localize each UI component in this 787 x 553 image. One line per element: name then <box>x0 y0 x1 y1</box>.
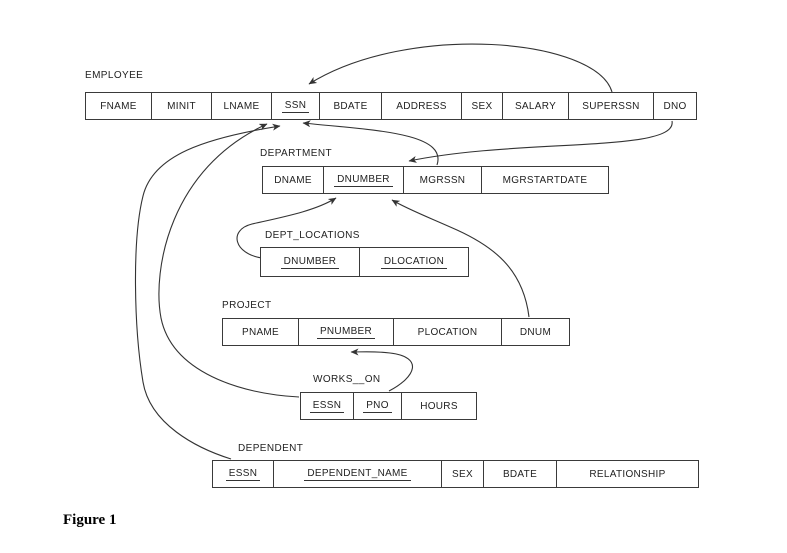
attribute-label: MGRSSN <box>419 174 466 186</box>
relation-name-employee: EMPLOYEE <box>85 70 144 81</box>
fk-arrow-employee-dno--department-dnumber <box>408 120 673 163</box>
relation-name-department: DEPARTMENT <box>260 148 332 159</box>
attribute-dependent-dependent_name: DEPENDENT_NAME <box>273 461 441 487</box>
attribute-project-pname: PNAME <box>223 319 298 345</box>
attribute-works_on-hours: HOURS <box>401 393 476 419</box>
attribute-works_on-essn: ESSN <box>301 393 353 419</box>
relation-name-dependent: DEPENDENT <box>238 443 304 454</box>
fk-arrow-works__on-pno--project-pnumber <box>350 348 413 392</box>
primary-key-label: DNUMBER <box>280 256 340 269</box>
attribute-dependent-sex: SEX <box>441 461 483 487</box>
attribute-works_on-pno: PNO <box>353 393 401 419</box>
relation-project: PNAME PNUMBER PLOCATION DNUM <box>222 318 570 346</box>
attribute-label: SEX <box>452 468 473 480</box>
attribute-label: PNAME <box>241 326 280 338</box>
primary-key-label: PNO <box>363 400 392 413</box>
attribute-label: SUPERSSN <box>582 100 640 112</box>
fk-arrow-employee-superssn--employee-ssn <box>308 43 613 93</box>
attribute-label: BDATE <box>502 468 538 480</box>
attribute-label: BDATE <box>333 100 368 112</box>
attribute-label: PLOCATION <box>417 326 478 338</box>
relation-works_on: ESSN PNO HOURS <box>300 392 477 420</box>
primary-key-label: ESSN <box>225 468 261 481</box>
attribute-label: SEX <box>471 100 493 112</box>
primary-key-label: PNUMBER <box>316 326 376 339</box>
relation-dept_locations: DNUMBER DLOCATION <box>260 247 469 277</box>
relation-name-dept_locations: DEPT_LOCATIONS <box>265 230 360 241</box>
attribute-label: MINIT <box>167 100 196 112</box>
attribute-employee-fname: FNAME <box>86 93 151 119</box>
attribute-label: DNUM <box>519 326 552 338</box>
relation-name-works_on: WORKS__ON <box>313 374 381 385</box>
relation-dependent: ESSN DEPENDENT_NAME SEX BDATE RELATIONSHIP <box>212 460 699 488</box>
attribute-employee-dno: DNO <box>653 93 696 119</box>
attribute-department-dname: DNAME <box>263 167 323 193</box>
attribute-label: ADDRESS <box>396 100 447 112</box>
attribute-department-mgrstartdate: MGRSTARTDATE <box>481 167 608 193</box>
attribute-dependent-relationship: RELATIONSHIP <box>556 461 698 487</box>
attribute-department-dnumber: DNUMBER <box>323 167 403 193</box>
attribute-dependent-bdate: BDATE <box>483 461 556 487</box>
attribute-employee-minit: MINIT <box>151 93 211 119</box>
primary-key-label: DNUMBER <box>334 174 393 187</box>
attribute-project-pnumber: PNUMBER <box>298 319 393 345</box>
attribute-employee-superssn: SUPERSSN <box>568 93 653 119</box>
attribute-employee-bdate: BDATE <box>319 93 381 119</box>
primary-key-label: ESSN <box>309 400 345 413</box>
attribute-label: DNAME <box>274 174 312 186</box>
attribute-label: MGRSTARTDATE <box>502 174 588 186</box>
relation-employee: FNAME MINIT LNAME SSN BDATE ADDRESS SEX SALARY S… <box>85 92 697 120</box>
attribute-employee-ssn: SSN <box>271 93 319 119</box>
attribute-project-dnum: DNUM <box>501 319 569 345</box>
fk-arrow-dependent-essn--employee-ssn <box>134 123 281 460</box>
attribute-label: FNAME <box>100 100 137 112</box>
attribute-label: HOURS <box>420 400 458 412</box>
attribute-employee-address: ADDRESS <box>381 93 461 119</box>
figure-caption: Figure 1 <box>63 512 117 528</box>
attribute-department-mgrssn: MGRSSN <box>403 167 481 193</box>
attribute-dept_locations-dnumber: DNUMBER <box>261 248 359 276</box>
primary-key-label: DEPENDENT_NAME <box>304 468 411 481</box>
attribute-employee-salary: SALARY <box>502 93 568 119</box>
attribute-dependent-essn: ESSN <box>213 461 273 487</box>
attribute-employee-sex: SEX <box>461 93 502 119</box>
attribute-project-plocation: PLOCATION <box>393 319 501 345</box>
attribute-employee-lname: LNAME <box>211 93 271 119</box>
relation-name-project: PROJECT <box>222 300 272 311</box>
attribute-label: SALARY <box>514 100 557 112</box>
primary-key-label: SSN <box>281 100 310 113</box>
relation-department: DNAME DNUMBER MGRSSN MGRSTARTDATE <box>262 166 609 194</box>
attribute-label: DNO <box>663 100 687 112</box>
primary-key-label: DLOCATION <box>380 256 448 269</box>
attribute-dept_locations-dlocation: DLOCATION <box>359 248 468 276</box>
attribute-label: LNAME <box>223 100 260 112</box>
attribute-label: RELATIONSHIP <box>589 468 666 480</box>
